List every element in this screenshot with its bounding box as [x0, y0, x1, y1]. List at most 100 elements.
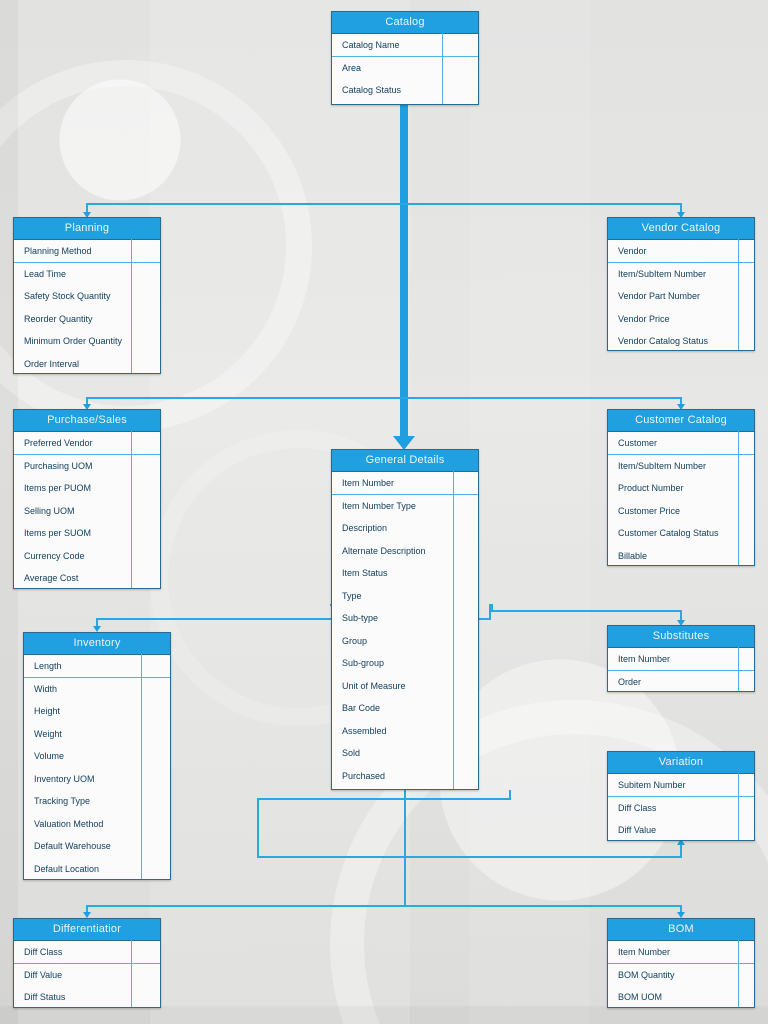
table-row: Diff Class [618, 802, 657, 813]
connector-branch-2-right-drop [680, 397, 682, 405]
entity-substitutes-fields: Item Number Order [608, 648, 754, 693]
table-row: Sold [342, 748, 361, 758]
entity-differentiation-column-divider [131, 940, 132, 1007]
table-row: Catalog Status [342, 85, 402, 95]
table-row: BOM Quantity [618, 969, 675, 980]
entity-general-details[interactable]: General Details Item Number Item Number … [331, 449, 479, 790]
entity-planning-title: Planning [14, 218, 160, 240]
entity-planning[interactable]: Planning Planning Method Lead Time Safet… [13, 217, 161, 374]
entity-bom[interactable]: BOM Item Number BOM Quantity BOM UOM [607, 918, 755, 1008]
connector-inventory-horizontal [97, 618, 491, 620]
entity-purchase-sales-fields: Preferred Vendor Purchasing UOM Items pe… [14, 432, 160, 590]
connector-branch-3-right-drop [680, 905, 682, 914]
table-row: Tracking Type [34, 796, 91, 806]
table-row: Diff Value [24, 969, 63, 980]
entity-bom-column-divider [738, 940, 739, 1007]
entity-inventory-title: Inventory [24, 633, 170, 655]
table-row: Vendor Price [618, 313, 670, 324]
arrow-into-inventory [93, 626, 101, 632]
table-row: Unit of Measure [342, 680, 406, 691]
arrow-into-customer-catalog [677, 404, 685, 410]
table-row: Group [342, 635, 368, 646]
table-row: Diff Status [24, 992, 66, 1002]
table-row: Selling UOM [24, 505, 75, 516]
entity-planning-column-divider [131, 239, 132, 373]
connector-branch-3-horizontal [87, 905, 681, 907]
table-row: Product Number [618, 483, 684, 493]
table-row: Item/SubItem Number [618, 460, 707, 471]
connector-substitutes-left-riser [491, 604, 493, 612]
table-row: Customer Catalog Status [618, 528, 719, 538]
entity-bom-title: BOM [608, 919, 754, 941]
connector-branch-2-horizontal [87, 397, 681, 399]
table-row: Catalog Name [332, 34, 478, 57]
table-row: Weight [34, 728, 62, 739]
entity-bom-fields: Item Number BOM Quantity BOM UOM [608, 941, 754, 1009]
table-row: Planning Method [14, 240, 160, 263]
entity-customer-catalog-fields: Customer Item/SubItem Number Product Num… [608, 432, 754, 567]
entity-purchase-sales-title: Purchase/Sales [14, 410, 160, 432]
table-row: Valuation Method [34, 818, 104, 829]
entity-differentiation-fields: Diff Class Diff Value Diff Status [14, 941, 160, 1009]
table-row: Item Number [332, 472, 478, 495]
arrow-into-planning [83, 212, 91, 218]
table-row: Billable [618, 550, 648, 561]
connector-substitutes-drop [680, 610, 682, 622]
connector-general-bottom-right-riser [509, 790, 511, 800]
entity-purchase-sales[interactable]: Purchase/Sales Preferred Vendor Purchasi… [13, 409, 161, 589]
entity-variation-title: Variation [608, 752, 754, 774]
table-row: Customer [608, 432, 754, 455]
connector-substitutes-horizontal [491, 610, 681, 612]
table-row: Diff Class [14, 941, 160, 964]
table-row: Order Interval [24, 358, 80, 369]
table-row: Preferred Vendor [14, 432, 160, 455]
entity-customer-catalog[interactable]: Customer Catalog Customer Item/SubItem N… [607, 409, 755, 566]
entity-general-details-fields: Item Number Item Number Type Description… [332, 472, 478, 787]
connector-general-bottom-left-arm [257, 798, 407, 800]
arrow-into-variation [677, 839, 685, 845]
entity-catalog-title: Catalog [332, 12, 478, 34]
entity-differentiation[interactable]: Differentiatior Diff Class Diff Value Di… [13, 918, 161, 1008]
table-row: Item Number [608, 941, 754, 964]
entity-catalog[interactable]: Catalog Catalog Name Area Catalog Status [331, 11, 479, 105]
connector-general-bottom-trunk [404, 790, 406, 906]
table-row: Sub-group [342, 658, 385, 668]
arrow-into-bom [677, 912, 685, 918]
table-row: Diff Value [618, 825, 657, 835]
entity-variation-fields: Subitem Number Diff Class Diff Value [608, 774, 754, 842]
table-row: Subitem Number [608, 774, 754, 797]
entity-differentiation-title: Differentiatior [14, 919, 160, 941]
background-swoosh-2 [470, 0, 590, 1024]
entity-general-details-column-divider [453, 471, 454, 789]
arrow-into-general-details [393, 436, 415, 450]
entity-catalog-fields: Catalog Name Area Catalog Status [332, 34, 478, 102]
table-row: Safety Stock Quantity [24, 291, 111, 301]
entity-catalog-column-divider [442, 33, 443, 104]
table-row: Item/SubItem Number [618, 268, 707, 279]
table-row: Type [342, 590, 362, 601]
arrow-into-purchase-sales [83, 404, 91, 410]
connector-variation-horizontal [257, 856, 681, 858]
table-row: Purchasing UOM [24, 460, 93, 471]
table-row: Vendor [608, 240, 754, 263]
table-row: Volume [34, 751, 65, 761]
table-row: Area [342, 62, 362, 73]
entity-variation[interactable]: Variation Subitem Number Diff Class Diff… [607, 751, 755, 841]
background-shade-bottom [0, 1006, 768, 1024]
entity-substitutes[interactable]: Substitutes Item Number Order [607, 625, 755, 692]
table-row: Inventory UOM [34, 773, 95, 784]
table-row: Minimum Order Quantity [24, 336, 123, 346]
table-row: Vendor Part Number [618, 291, 701, 301]
connector-variation-riser [680, 845, 682, 858]
entity-vendor-catalog[interactable]: Vendor Catalog Vendor Item/SubItem Numbe… [607, 217, 755, 351]
entity-inventory[interactable]: Inventory Length Width Height Weight Vol… [23, 632, 171, 880]
arrow-into-substitutes [677, 620, 685, 626]
table-row: Default Warehouse [34, 841, 111, 851]
entity-vendor-catalog-fields: Vendor Item/SubItem Number Vendor Part N… [608, 240, 754, 353]
table-row: Height [34, 706, 61, 716]
connector-branch-1-left-drop [86, 203, 88, 214]
arrow-into-differentiation [83, 912, 91, 918]
entity-vendor-catalog-column-divider [738, 239, 739, 350]
entity-purchase-sales-column-divider [131, 431, 132, 588]
table-row: Description [342, 523, 388, 533]
